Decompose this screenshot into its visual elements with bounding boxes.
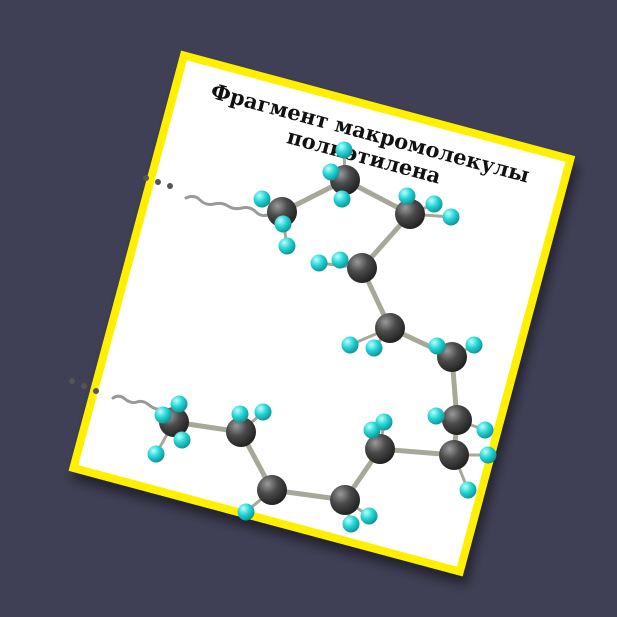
chain-dot (143, 175, 149, 181)
chain-dot (81, 383, 87, 389)
hydrogen-atom (274, 215, 292, 233)
hydrogen-atom (278, 237, 296, 255)
hydrogen-atom (322, 163, 340, 181)
hydrogen-atom (342, 515, 360, 533)
carbon-atom (365, 434, 395, 464)
carbon-atom (439, 440, 469, 470)
hydrogen-atom (254, 403, 272, 421)
hydrogen-atom (365, 339, 383, 357)
hydrogen-atom (310, 254, 328, 272)
white-card (78, 60, 566, 567)
hydrogen-atom (375, 413, 393, 431)
hydrogen-atom (363, 421, 381, 439)
hydrogen-atom (231, 405, 249, 423)
chain-continuation-top (184, 194, 272, 218)
hydrogen-atom (333, 190, 351, 208)
hydrogen-atom (360, 507, 378, 525)
hydrogen-atom (147, 445, 165, 463)
hydrogen-atom (398, 187, 416, 205)
carbon-atom (226, 417, 256, 447)
carbon-atom (442, 405, 472, 435)
hydrogen-atom (335, 141, 353, 159)
chain-dot (155, 179, 161, 185)
hydrogen-atom (425, 195, 443, 213)
hydrogen-atom (253, 190, 271, 208)
carbon-atom (257, 475, 287, 505)
hydrogen-atom (341, 336, 359, 354)
polyethylene-molecule (69, 141, 497, 533)
hydrogen-atom (442, 208, 460, 226)
hydrogen-atom (173, 431, 191, 449)
hydrogen-atom (170, 395, 188, 413)
hydrogen-atom (331, 251, 349, 269)
hydrogen-atom (465, 336, 483, 354)
hydrogen-atom (154, 406, 172, 424)
chain-dot (167, 183, 173, 189)
hydrogen-atom (479, 446, 497, 464)
carbon-atom (395, 199, 425, 229)
hydrogen-atom (476, 421, 494, 439)
hydrogen-atom (428, 337, 446, 355)
hydrogen-atom (427, 407, 445, 425)
chain-dot (69, 378, 75, 384)
carbon-atom (347, 253, 377, 283)
carbon-atom (375, 313, 405, 343)
carbon-atom (330, 485, 360, 515)
chain-dot (93, 388, 99, 394)
hydrogen-atom (237, 503, 255, 521)
hydrogen-atom (459, 481, 477, 499)
